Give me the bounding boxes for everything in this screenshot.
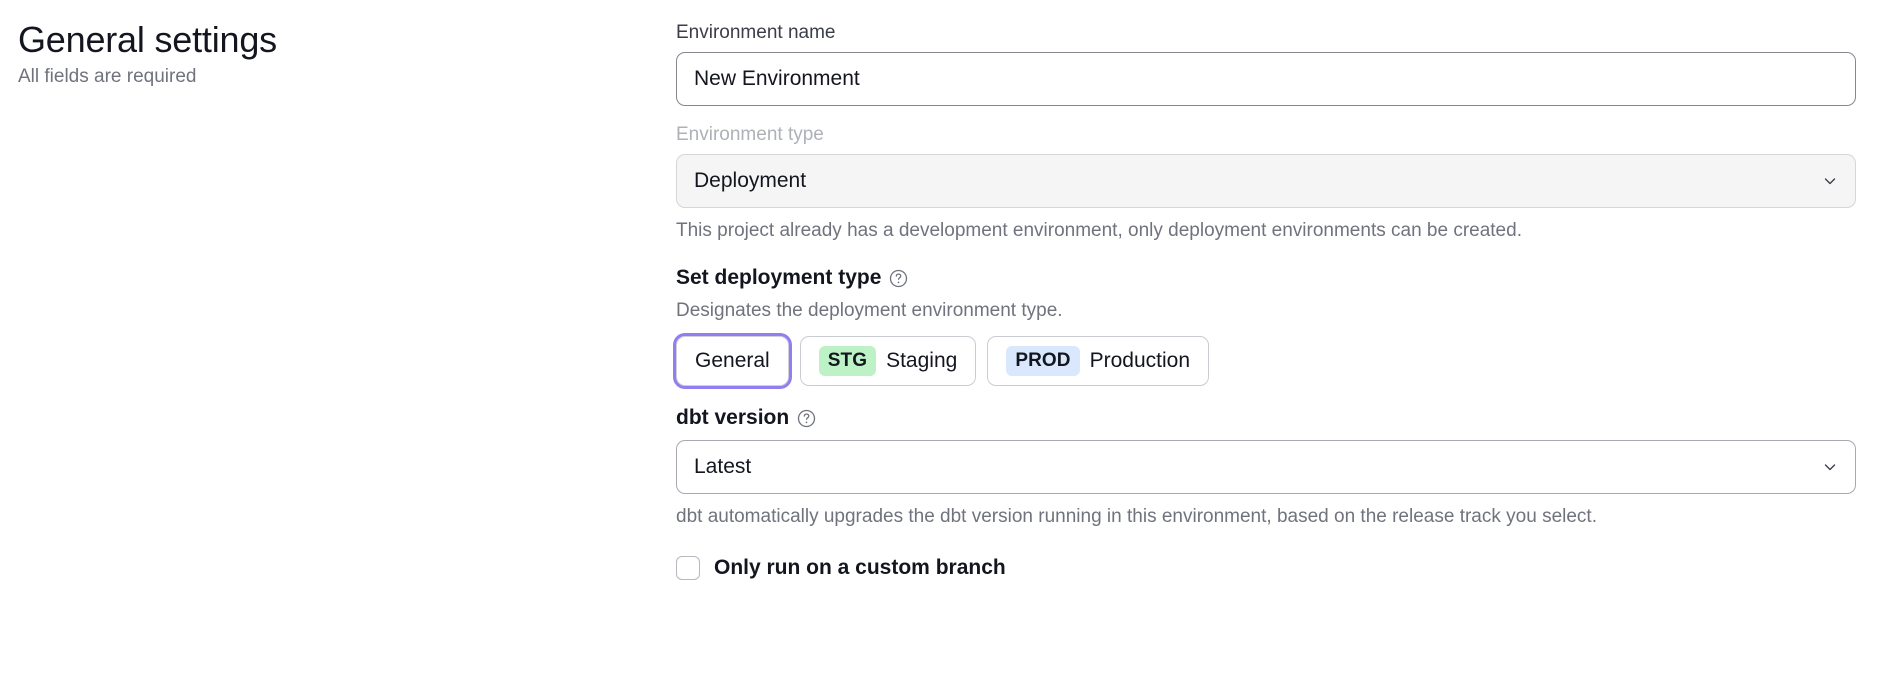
environment-type-label: Environment type (676, 124, 824, 145)
page-header: General settings All fields are required (18, 18, 638, 90)
deployment-type-heading: Set deployment type (676, 264, 1856, 292)
deployment-type-field: Set deployment type Designates the deplo… (676, 264, 1856, 386)
dbt-version-value: Latest (694, 455, 752, 478)
deployment-type-option-general-label: General (695, 349, 770, 372)
custom-branch-label[interactable]: Only run on a custom branch (714, 556, 1006, 579)
page-subtitle: All fields are required (18, 66, 197, 87)
deployment-type-option-staging-label: Staging (886, 349, 958, 372)
environment-type-value: Deployment (694, 169, 807, 192)
settings-form: Environment name New Environment Environ… (676, 20, 1856, 580)
page-title: General settings (18, 19, 277, 60)
production-badge: PROD (1006, 346, 1080, 376)
deployment-type-options: General STG Staging PROD Production (676, 336, 1856, 386)
chevron-down-icon (1821, 458, 1839, 476)
dbt-version-heading: dbt version (676, 404, 1856, 432)
deployment-type-title: Set deployment type (676, 266, 882, 289)
deployment-type-option-staging[interactable]: STG Staging (799, 336, 977, 386)
dbt-version-helper-text: dbt automatically upgrades the dbt versi… (676, 506, 1597, 527)
custom-branch-checkbox[interactable] (676, 556, 700, 580)
environment-type-select[interactable]: Deployment (676, 154, 1856, 208)
question-circle-icon[interactable] (889, 269, 908, 288)
deployment-type-option-production[interactable]: PROD Production (987, 336, 1210, 386)
environment-name-field: Environment name New Environment (676, 20, 1856, 106)
environment-name-label: Environment name (676, 22, 836, 43)
deployment-type-option-production-label: Production (1089, 349, 1191, 372)
question-circle-icon[interactable] (797, 409, 816, 428)
dbt-version-field: dbt version Latest dbt automati (676, 404, 1856, 530)
environment-type-field: Environment type Deployment This project… (676, 122, 1856, 244)
chevron-down-icon (1821, 172, 1839, 190)
dbt-version-select[interactable]: Latest (676, 440, 1856, 494)
custom-branch-row: Only run on a custom branch (676, 556, 1856, 580)
dbt-version-title: dbt version (676, 406, 790, 429)
deployment-type-description: Designates the deployment environment ty… (676, 300, 1063, 321)
environment-name-input[interactable]: New Environment (676, 52, 1856, 106)
environment-type-helper-text: This project already has a development e… (676, 220, 1522, 241)
staging-badge: STG (818, 346, 877, 376)
deployment-type-option-general[interactable]: General (676, 336, 789, 386)
